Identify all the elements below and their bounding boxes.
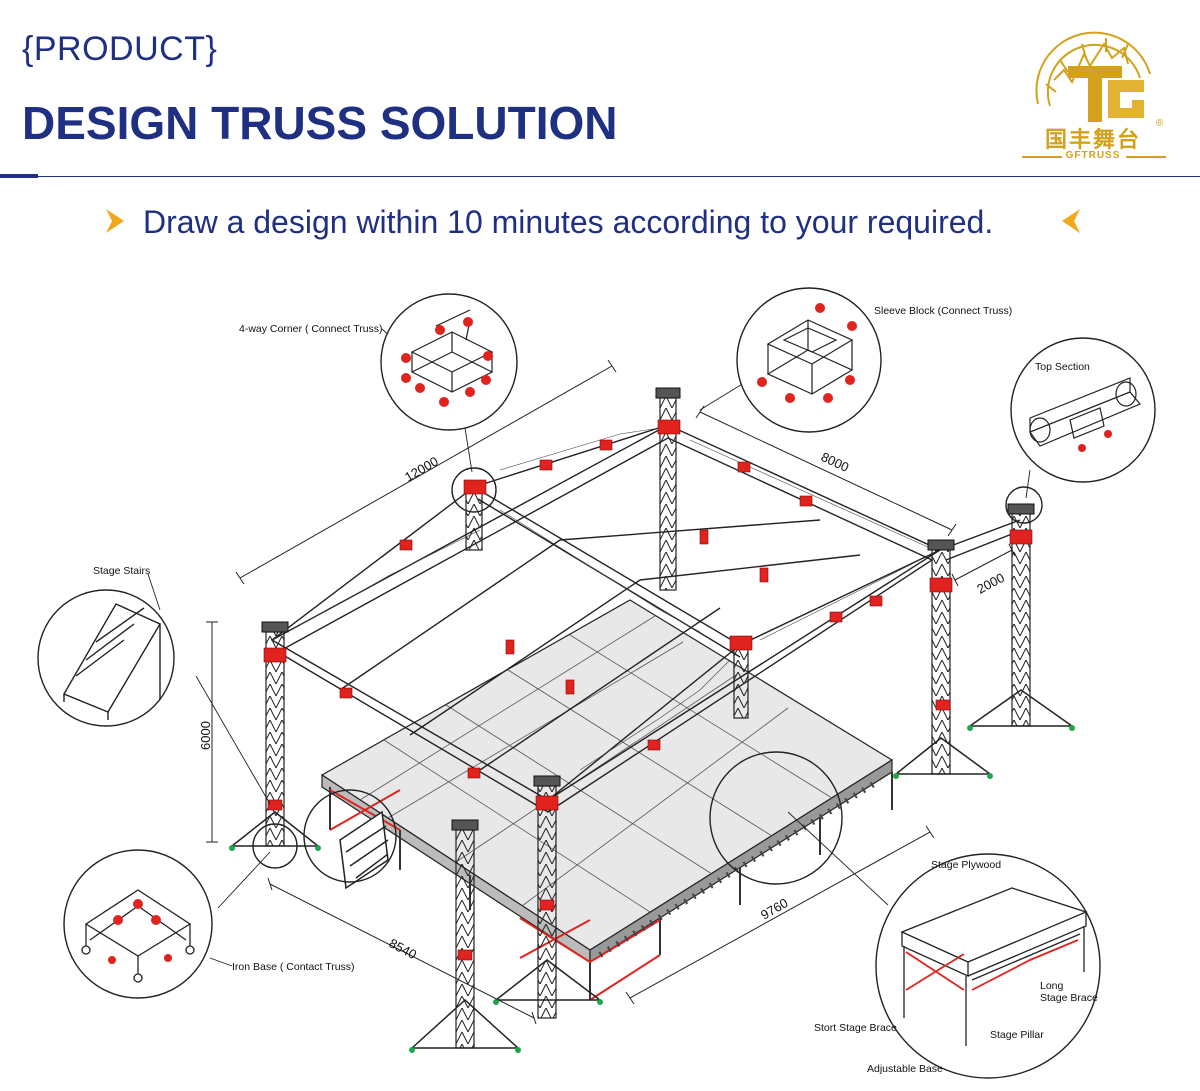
- stage-stairs-on-deck: [339, 810, 389, 890]
- callout-label-top-section: Top Section: [1035, 361, 1090, 373]
- header-divider: [0, 176, 1200, 177]
- dimension-8000: 8000: [819, 449, 852, 475]
- callout-corner-circle: [380, 293, 518, 431]
- callout-leaders: [147, 311, 1031, 967]
- gftruss-logo: [1035, 31, 1151, 122]
- header-divider-accent: [0, 174, 38, 178]
- callout-label-adjustable-base: Adjustable Base: [867, 1063, 943, 1075]
- sleeve-detail-bolts: [757, 303, 857, 403]
- callout-sleeve-circle: [736, 287, 882, 433]
- iron-base-highlight-circle: [252, 823, 298, 869]
- tower-bases: [229, 689, 1075, 1049]
- tagline-arrow-left-icon: [1062, 209, 1080, 233]
- callout-label-long-brace-2: Stage Brace: [1040, 992, 1098, 1004]
- callout-label-long-brace-1: Long: [1040, 980, 1064, 992]
- logo-english-text: GFTRUSS: [1065, 150, 1121, 161]
- stairs-highlight-circle: [303, 789, 397, 883]
- logo-rule-right: [1126, 156, 1166, 158]
- dimension-lines: [206, 359, 1016, 1025]
- callout-label-corner: 4-way Corner ( Connect Truss): [239, 323, 383, 335]
- dimension-8540: 8540: [387, 935, 420, 962]
- top-section-highlight-circle: [1005, 486, 1043, 524]
- callout-stage-detail-circle: [875, 853, 1101, 1079]
- page-title: DESIGN TRUSS SOLUTION: [22, 97, 618, 149]
- stage-deck: [320, 599, 894, 1001]
- stairs-detail-drawing: [62, 603, 161, 720]
- corner-detail-bolts: [401, 317, 493, 407]
- logo-chinese-text: 国丰舞台: [1044, 128, 1141, 153]
- callout-stage-leg-circle: [709, 751, 843, 885]
- top-section-drawing: [1029, 377, 1141, 447]
- stage-detail-drawing: [900, 887, 1088, 1046]
- dimension-6000: 6000: [198, 721, 213, 750]
- callout-label-pillar: Stage Pillar: [990, 1029, 1044, 1041]
- tagline-arrow-right-icon: [106, 209, 124, 233]
- callout-label-plywood: Stage Plywood: [931, 859, 1001, 871]
- corner-highlight-circle: [451, 467, 497, 513]
- red-joints: [263, 419, 1033, 961]
- tagline: Draw a design within 10 minutes accordin…: [143, 204, 994, 240]
- callout-iron-base-circle: [63, 849, 213, 999]
- callout-label-short-brace: Stort Stage Brace: [814, 1022, 897, 1034]
- stage-detail-braces: [905, 939, 1079, 991]
- dimension-12000: 12000: [402, 454, 441, 485]
- base-feet: [229, 725, 1075, 1053]
- callout-stairs-circle: [37, 589, 175, 727]
- iron-base-bolts: [108, 899, 172, 964]
- callout-label-sleeve: Sleeve Block (Connect Truss): [874, 305, 1012, 317]
- section-kicker: {PRODUCT}: [22, 30, 218, 68]
- callout-label-stairs: Stage Stairs: [93, 565, 150, 577]
- callout-label-iron-base: Iron Base ( Contact Truss): [232, 961, 355, 973]
- dimension-2000: 2000: [974, 570, 1007, 597]
- callout-top-section-circle: [1010, 337, 1156, 483]
- logo-registered-mark: ®: [1156, 118, 1164, 129]
- logo-rule-left: [1022, 156, 1062, 158]
- tower-caps: [261, 387, 1035, 831]
- corner-detail-drawing: [410, 309, 494, 393]
- top-section-bolts: [1078, 430, 1112, 452]
- sleeve-detail-drawing: [766, 319, 854, 395]
